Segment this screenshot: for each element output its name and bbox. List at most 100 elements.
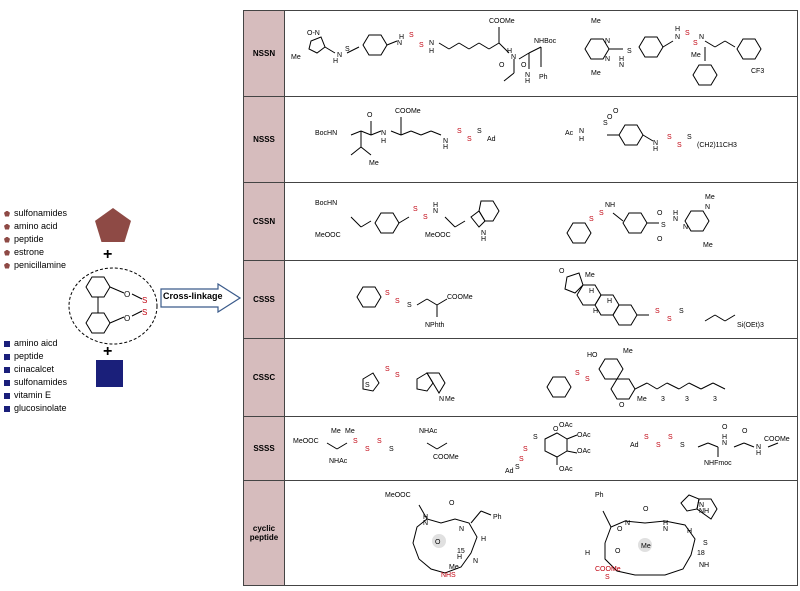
atom-label: S bbox=[389, 446, 394, 453]
atom-label: H bbox=[481, 236, 486, 243]
compound-number-badge bbox=[638, 538, 652, 552]
atom-label: MeOOC bbox=[385, 492, 411, 499]
pentagon-bullet-icon bbox=[4, 236, 10, 243]
atom-label: N bbox=[525, 72, 530, 79]
atom-label: Ph bbox=[493, 514, 502, 521]
atom-label: S bbox=[703, 540, 708, 547]
linkage-table: NSSN Me O-N S H bbox=[243, 10, 798, 586]
row-content: S S S N Me HO Me S S bbox=[285, 339, 797, 416]
atom-label: Me bbox=[591, 18, 601, 25]
square-bullet-icon bbox=[4, 379, 10, 386]
atom-label: O bbox=[553, 426, 559, 433]
pentagon-bullet-icon bbox=[4, 223, 10, 230]
legend-label: sulfonamides bbox=[14, 377, 68, 387]
molecule: Me O-N S H N H N S S N H COOMe H N NHBoc… bbox=[291, 18, 557, 85]
legend-label: peptide bbox=[14, 234, 44, 244]
cross-linkage-arrow-icon bbox=[160, 283, 242, 313]
legend-label: sulfonamides bbox=[14, 208, 68, 218]
row-label: NSSS bbox=[244, 97, 285, 182]
atom-label: N bbox=[756, 444, 761, 451]
atom-label: NHAc bbox=[419, 428, 438, 435]
atom-label: OAc bbox=[577, 432, 591, 439]
compound-number: O bbox=[435, 539, 441, 546]
atom-label: H bbox=[607, 298, 612, 305]
atom-label: H bbox=[585, 550, 590, 557]
atom-label: COOMe bbox=[489, 18, 515, 25]
atom-label: Me bbox=[331, 428, 341, 435]
atom-label: Me bbox=[623, 348, 633, 355]
atom-label: S bbox=[345, 46, 350, 53]
legend-item: glucosinolate bbox=[4, 402, 67, 415]
table-row: NSSN Me O-N S H bbox=[244, 11, 797, 97]
atom-label: H bbox=[507, 48, 512, 55]
atom-label: N bbox=[433, 208, 438, 215]
row-content: BocHN O COOMe N H Me N H S S S Ad O O bbox=[285, 97, 797, 182]
atom-label: H bbox=[619, 56, 624, 63]
pentagon-bullet-icon bbox=[4, 249, 10, 256]
atom-label: NHFmoc bbox=[704, 460, 732, 467]
atom-label: Me bbox=[705, 194, 715, 201]
atom-label: H bbox=[333, 58, 338, 65]
square-bullet-icon bbox=[4, 392, 10, 399]
table-row: CSSN BocHN MeOOC S S N H MeOOC N bbox=[244, 183, 797, 261]
sulfur-label: S bbox=[142, 308, 147, 317]
sulfur-label: S bbox=[385, 366, 390, 373]
atom-label: S bbox=[515, 464, 520, 471]
sulfur-label: S bbox=[668, 434, 673, 441]
atom-label: 3 bbox=[685, 396, 689, 403]
atom-label: N bbox=[619, 62, 624, 69]
sulfur-label: S bbox=[655, 308, 660, 315]
molecule: BocHN O COOMe N H Me N H S S S Ad bbox=[315, 108, 496, 167]
atom-label: H bbox=[593, 308, 598, 315]
atom-label: Ad bbox=[487, 136, 496, 143]
atom-label: Me bbox=[445, 396, 455, 403]
molecule: Ph O O H N N H NH N H Me 18 O NH COOMe S… bbox=[585, 492, 718, 581]
row-label: CSSS bbox=[244, 261, 285, 338]
sulfur-label: S bbox=[667, 134, 672, 141]
sulfur-label: NH bbox=[441, 572, 451, 579]
atom-label: H bbox=[579, 136, 584, 143]
atom-label: N bbox=[337, 52, 342, 59]
atom-label: S bbox=[627, 48, 632, 55]
atom-label: MeOOC bbox=[293, 438, 319, 445]
sulfur-label: S bbox=[395, 372, 400, 379]
square-bullet-icon bbox=[4, 366, 10, 373]
atom-label: NPhth bbox=[425, 322, 445, 329]
atom-label: MeOOC bbox=[425, 232, 451, 239]
row-content: BocHN MeOOC S S N H MeOOC N H S S NH bbox=[285, 183, 797, 260]
atom-label: H bbox=[381, 138, 386, 145]
atom-label: O bbox=[657, 236, 663, 243]
atom-label: S bbox=[365, 382, 370, 389]
molecule: S S S S Ad O OAc OAc OAc OAc bbox=[505, 422, 591, 475]
sulfur-label: S bbox=[377, 438, 382, 445]
row-label: NSSN bbox=[244, 11, 285, 96]
atom-label: S bbox=[533, 434, 538, 441]
legend-label: glucosinolate bbox=[14, 403, 67, 413]
molecule: O Me H H H S S S Si(OEt)3 bbox=[559, 268, 764, 329]
row-content: MeOOC O Ph H N N H O 15 H N Me NH S bbox=[285, 481, 797, 585]
atom-label: O bbox=[449, 500, 455, 507]
atom-label: O bbox=[124, 290, 130, 299]
sulfur-label: S bbox=[413, 206, 418, 213]
legend-item: amino acid bbox=[4, 220, 67, 233]
atom-label: N bbox=[683, 224, 688, 231]
atom-label: O-N bbox=[307, 30, 320, 37]
atom-label: O bbox=[617, 526, 623, 533]
row-label: SSSS bbox=[244, 417, 285, 480]
legend-item: sulfonamides bbox=[4, 207, 67, 220]
atom-label: N bbox=[423, 520, 428, 527]
atom-label: O bbox=[559, 268, 565, 275]
atom-label: COOMe bbox=[433, 454, 459, 461]
row-label: CSSN bbox=[244, 183, 285, 260]
atom-label: N bbox=[605, 56, 610, 63]
atom-label: N bbox=[605, 38, 610, 45]
sulfur-label: S bbox=[142, 296, 147, 305]
atom-label: N bbox=[675, 34, 680, 41]
atom-label: Me bbox=[291, 54, 301, 61]
square-bullet-icon bbox=[4, 340, 10, 347]
atom-label: H bbox=[525, 78, 530, 85]
biphenyl-scaffold: O O S S bbox=[68, 267, 158, 345]
molecule: HO Me S S O Me 3 3 3 bbox=[546, 348, 726, 409]
atom-label: H bbox=[589, 288, 594, 295]
atom-label: O bbox=[607, 114, 613, 121]
